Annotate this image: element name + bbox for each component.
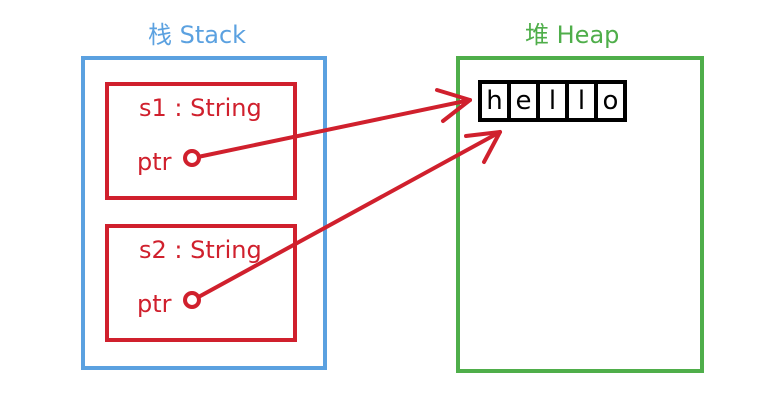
var-s1-box: s1 : String ptr	[105, 82, 297, 200]
var-s2-label: s2 : String	[139, 236, 262, 264]
arrow-head	[464, 130, 502, 164]
var-s2-ptr-label: ptr	[137, 290, 172, 318]
arrow-line	[191, 130, 502, 302]
var-s2-box: s2 : String ptr	[105, 224, 297, 342]
pointer-dot	[183, 149, 201, 167]
heap-region	[456, 56, 704, 373]
var-s1-label: s1 : String	[139, 94, 262, 122]
heap-title: 堆 Heap	[525, 21, 620, 49]
arrow-head	[435, 88, 472, 123]
pointer-arrow-s2	[183, 130, 502, 309]
pointer-arrow-s1	[183, 88, 472, 167]
stack-title: 栈 Stack	[148, 21, 247, 49]
stack-region	[81, 56, 327, 370]
heap-cells: h e l l o	[478, 80, 627, 122]
arrow-line	[191, 98, 472, 160]
pointer-dot	[183, 291, 201, 309]
var-s1-ptr-label: ptr	[137, 148, 172, 176]
heap-cell: o	[594, 80, 627, 122]
